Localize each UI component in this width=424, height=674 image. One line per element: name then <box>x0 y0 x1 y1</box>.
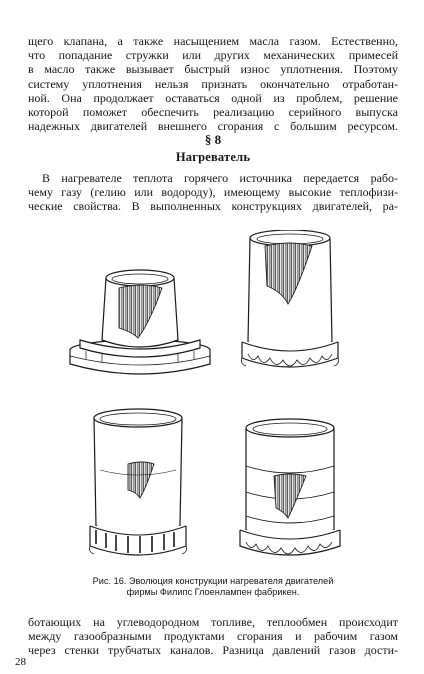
heater-drawings <box>69 230 341 556</box>
caption-line: фирмы Филипс Глоенлампен фабрикен. <box>126 587 300 597</box>
text-line: ной. Она продолжает оставаться одной из … <box>28 90 398 105</box>
caption-line: Рис. 16. Эволюция конструкции нагревател… <box>92 576 334 586</box>
section-title: Нагреватель <box>175 150 251 164</box>
text-line: чему газу (гелию или водороду), имеющему… <box>28 185 398 200</box>
paragraph-middle: В нагревателе теплота горячего источника… <box>28 171 398 214</box>
figure-caption: Рис. 16. Эволюция конструкции нагревател… <box>28 576 398 598</box>
heater-drawing-intermediate <box>241 230 339 368</box>
paragraph-bottom: ботающих на углеводородном топливе, тепл… <box>28 615 398 658</box>
text-line: которой поможет обеспечить реализацию се… <box>28 105 398 120</box>
heater-drawing-early <box>69 269 211 375</box>
heater-drawing-tubular <box>89 408 187 556</box>
heater-evolution-figure <box>50 230 390 570</box>
text-line: систему уплотнения нельзя признать оконч… <box>28 76 398 91</box>
text-line: между газообразными продуктами сгорания … <box>28 629 398 644</box>
text-line: в масло также вызывает быстрый износ упл… <box>28 62 398 77</box>
text-line: через стенки трубчатых каналов. Разница … <box>28 643 398 658</box>
text-line: ботающих на углеводородном топливе, тепл… <box>28 615 398 629</box>
section-number: § 8 <box>204 132 222 147</box>
text-line: щего клапана, а также насыщением масла г… <box>28 34 398 48</box>
text-line: ческие свойства. В выполненных конструкц… <box>28 199 398 214</box>
page-number: 28 <box>15 656 26 668</box>
paragraph-top: щего клапана, а также насыщением масла г… <box>28 34 398 133</box>
heater-drawing-modern <box>239 418 341 556</box>
text-line: В нагревателе теплота горячего источника… <box>42 171 398 185</box>
text-line: что попадание стружки или других механич… <box>28 48 398 63</box>
text-line: надежных двигателей внешнего сгорания с … <box>28 119 398 134</box>
